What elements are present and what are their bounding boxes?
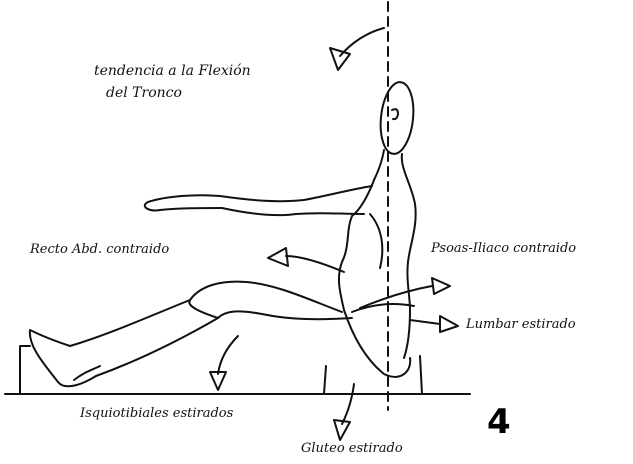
calf-bottom (96, 318, 218, 376)
buttock (344, 310, 410, 377)
lower-arm (222, 208, 364, 215)
upper-arm (220, 186, 372, 201)
shin-top (70, 300, 190, 346)
psoas-arrowhead (432, 278, 450, 294)
gluteus-arrow (342, 384, 354, 424)
hamstrings-arrow (218, 336, 238, 374)
hand (145, 195, 222, 210)
foot (30, 330, 96, 386)
seat-block (20, 346, 30, 394)
label-hamstrings: Isquiotibiales estirados (80, 407, 233, 420)
label-psoas-iliacus: Psoas-Iliaco contraido (431, 242, 576, 255)
thigh-bottom (218, 311, 352, 319)
label-gluteus: Gluteo estirado (301, 442, 403, 455)
neck-front (374, 150, 384, 180)
trunk-flexion-arrow (340, 28, 384, 56)
knee (189, 300, 218, 318)
back-contour (402, 154, 416, 358)
label-trunk: del Tronco (106, 86, 182, 100)
chair-legs (324, 356, 422, 394)
recto-arrowhead (268, 248, 288, 266)
thigh-top (190, 282, 342, 312)
trunk-flexion-arrowhead (330, 48, 350, 70)
label-rectus-abdominis: Recto Abd. contraido (30, 243, 169, 256)
recto-arrow (286, 256, 344, 272)
lumbar-arrow (410, 320, 440, 324)
figure-number: 4 (487, 405, 511, 439)
label-trunk-flexion: tendencia a la Flexión (94, 64, 251, 78)
shoulder-line (370, 214, 382, 268)
torso-front (339, 180, 374, 310)
lumbar-arrowhead (440, 316, 458, 332)
label-lumbar: Lumbar estirado (466, 318, 576, 331)
ear (392, 109, 398, 119)
heel-detail (74, 366, 100, 380)
